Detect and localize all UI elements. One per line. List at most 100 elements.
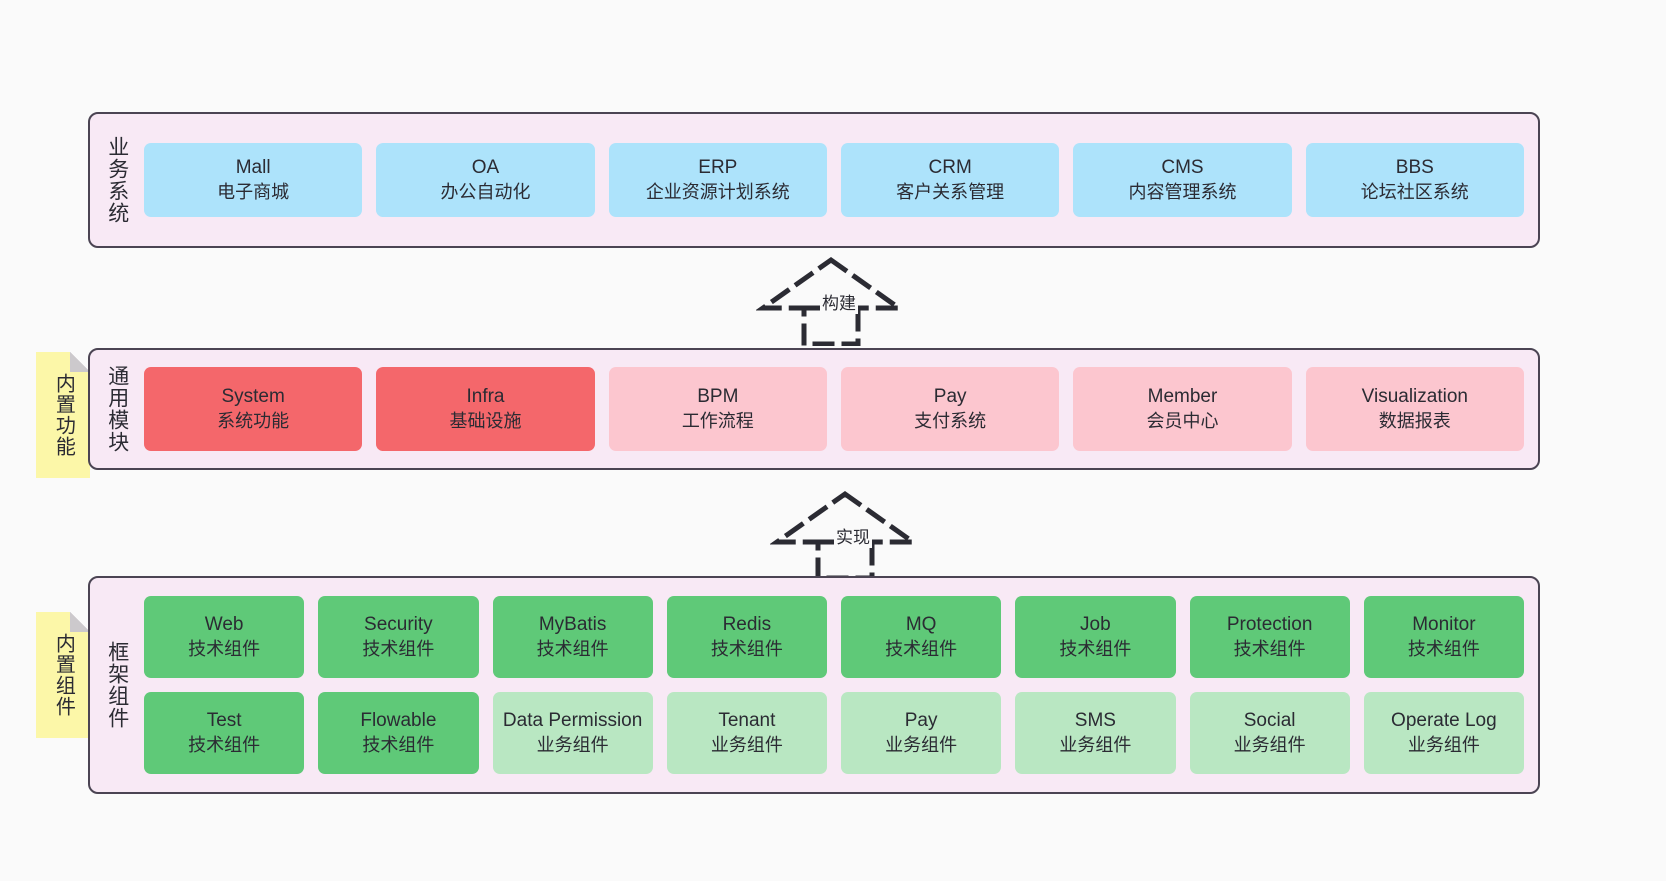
card-tenant[interactable]: Tenant 业务组件 (666, 692, 827, 774)
sticky-note-label: 内置组件 (52, 633, 75, 717)
card-subtitle: 系统功能 (217, 410, 290, 431)
card-subtitle: 电子商城 (217, 181, 290, 202)
card-data-permission[interactable]: Data Permission 业务组件 (492, 692, 653, 774)
card-subtitle: 论坛社区系统 (1360, 181, 1469, 202)
card-mall[interactable]: Mall 电子商城 (144, 143, 363, 217)
card-title: BBS (1395, 157, 1434, 179)
card-title: Redis (722, 614, 772, 636)
card-member[interactable]: Member 会员中心 (1073, 367, 1292, 451)
card-subtitle: 技术组件 (710, 638, 783, 659)
card-subtitle: 技术组件 (362, 734, 435, 755)
card-protection[interactable]: Protection 技术组件 (1189, 596, 1350, 678)
layer-body-business-system: Mall 电子商城 OA 办公自动化 ERP 企业资源计划系统 CRM 客户关系… (144, 114, 1538, 246)
card-erp[interactable]: ERP 企业资源计划系统 (608, 143, 827, 217)
card-title: Infra (466, 386, 505, 408)
card-pay[interactable]: Pay 支付系统 (840, 367, 1060, 451)
card-title: BPM (697, 386, 739, 408)
card-mq[interactable]: MQ 技术组件 (841, 596, 1002, 678)
card-bpm[interactable]: BPM 工作流程 (608, 367, 827, 451)
card-title: CMS (1161, 157, 1204, 179)
card-subtitle: 技术组件 (1407, 638, 1480, 659)
layer-title-business-system: 业务系统 (105, 136, 129, 224)
card-subtitle: 基础设施 (449, 410, 522, 431)
sticky-note-builtin-components: 内置组件 (36, 612, 90, 738)
card-subtitle: 客户关系管理 (896, 181, 1005, 202)
card-subtitle: 业务组件 (885, 734, 958, 755)
card-title: Pay (933, 386, 967, 408)
card-subtitle: 技术组件 (885, 638, 958, 659)
card-row: System 系统功能 Infra 基础设施 BPM 工作流程 Pay 支付系统… (144, 367, 1524, 451)
layer-title-framework-component: 框架组件 (105, 641, 129, 729)
card-subtitle: 业务组件 (536, 734, 609, 755)
card-monitor[interactable]: Monitor 技术组件 (1363, 596, 1524, 678)
layer-body-framework-component: Web 技术组件 Security 技术组件 MyBatis 技术组件 Redi… (144, 578, 1538, 792)
card-subtitle: 数据报表 (1378, 410, 1451, 431)
card-row: Test 技术组件 Flowable 技术组件 Data Permission … (144, 692, 1524, 774)
card-system[interactable]: System 系统功能 (144, 367, 363, 451)
card-crm[interactable]: CRM 客户关系管理 (840, 143, 1060, 217)
card-title: MyBatis (538, 614, 607, 636)
card-row: Mall 电子商城 OA 办公自动化 ERP 企业资源计划系统 CRM 客户关系… (144, 143, 1524, 217)
card-title: ERP (698, 157, 738, 179)
card-visualization[interactable]: Visualization 数据报表 (1305, 367, 1524, 451)
card-title: Security (364, 614, 433, 636)
card-subtitle: 技术组件 (1233, 638, 1306, 659)
card-title: Flowable (360, 710, 437, 732)
card-cms[interactable]: CMS 内容管理系统 (1073, 143, 1292, 217)
card-test[interactable]: Test 技术组件 (144, 692, 305, 774)
card-subtitle: 企业资源计划系统 (645, 181, 790, 202)
card-subtitle: 支付系统 (914, 410, 987, 431)
connector-label-build: 构建 (820, 289, 858, 314)
card-subtitle: 办公自动化 (440, 181, 531, 202)
sticky-note-builtin-features: 内置功能 (36, 352, 90, 478)
layer-body-common-module: System 系统功能 Infra 基础设施 BPM 工作流程 Pay 支付系统… (144, 350, 1538, 468)
card-sms[interactable]: SMS 业务组件 (1015, 692, 1176, 774)
card-subtitle: 业务组件 (1233, 734, 1306, 755)
connector-implement-arrow: 实现 (769, 490, 921, 581)
card-web[interactable]: Web 技术组件 (144, 596, 305, 678)
layer-framework-component[interactable]: 框架组件 Web 技术组件 Security 技术组件 MyBatis 技术组件… (88, 576, 1540, 794)
card-title: Data Permission (502, 710, 643, 732)
layer-business-system[interactable]: 业务系统 Mall 电子商城 OA 办公自动化 ERP 企业资源计划系统 CRM… (88, 112, 1540, 248)
card-subtitle: 技术组件 (362, 638, 435, 659)
connector-build-arrow: 构建 (755, 256, 907, 347)
layer-title-common-module: 通用模块 (105, 365, 129, 453)
card-title: Protection (1226, 614, 1313, 636)
card-row: Web 技术组件 Security 技术组件 MyBatis 技术组件 Redi… (144, 596, 1524, 678)
card-title: Operate Log (1391, 710, 1497, 732)
card-title: Tenant (718, 710, 776, 732)
card-title: Job (1080, 614, 1111, 636)
card-title: OA (471, 157, 500, 179)
card-infra[interactable]: Infra 基础设施 (376, 367, 595, 451)
card-bbs[interactable]: BBS 论坛社区系统 (1305, 143, 1524, 217)
card-subtitle: 会员中心 (1146, 410, 1219, 431)
card-subtitle: 业务组件 (710, 734, 783, 755)
card-redis[interactable]: Redis 技术组件 (666, 596, 827, 678)
card-job[interactable]: Job 技术组件 (1015, 596, 1176, 678)
card-title: Social (1243, 710, 1296, 732)
card-subtitle: 技术组件 (188, 638, 261, 659)
card-operate-log[interactable]: Operate Log 业务组件 (1363, 692, 1524, 774)
card-pay-business[interactable]: Pay 业务组件 (841, 692, 1002, 774)
card-subtitle: 技术组件 (188, 734, 261, 755)
card-subtitle: 业务组件 (1059, 734, 1132, 755)
card-subtitle: 技术组件 (1059, 638, 1132, 659)
card-title: SMS (1074, 710, 1116, 732)
card-title: Monitor (1412, 614, 1476, 636)
card-oa[interactable]: OA 办公自动化 (376, 143, 595, 217)
card-title: Member (1147, 386, 1218, 408)
card-title: Mall (235, 157, 271, 179)
card-subtitle: 工作流程 (681, 410, 754, 431)
layer-common-module[interactable]: 通用模块 System 系统功能 Infra 基础设施 BPM 工作流程 Pay… (88, 348, 1540, 470)
card-title: Visualization (1361, 386, 1468, 408)
connector-label-implement: 实现 (834, 523, 872, 548)
card-security[interactable]: Security 技术组件 (318, 596, 479, 678)
card-title: MQ (905, 614, 937, 636)
card-mybatis[interactable]: MyBatis 技术组件 (492, 596, 653, 678)
card-title: Web (204, 614, 244, 636)
card-social[interactable]: Social 业务组件 (1189, 692, 1350, 774)
card-title: System (221, 386, 285, 408)
card-flowable[interactable]: Flowable 技术组件 (318, 692, 479, 774)
card-subtitle: 业务组件 (1407, 734, 1480, 755)
